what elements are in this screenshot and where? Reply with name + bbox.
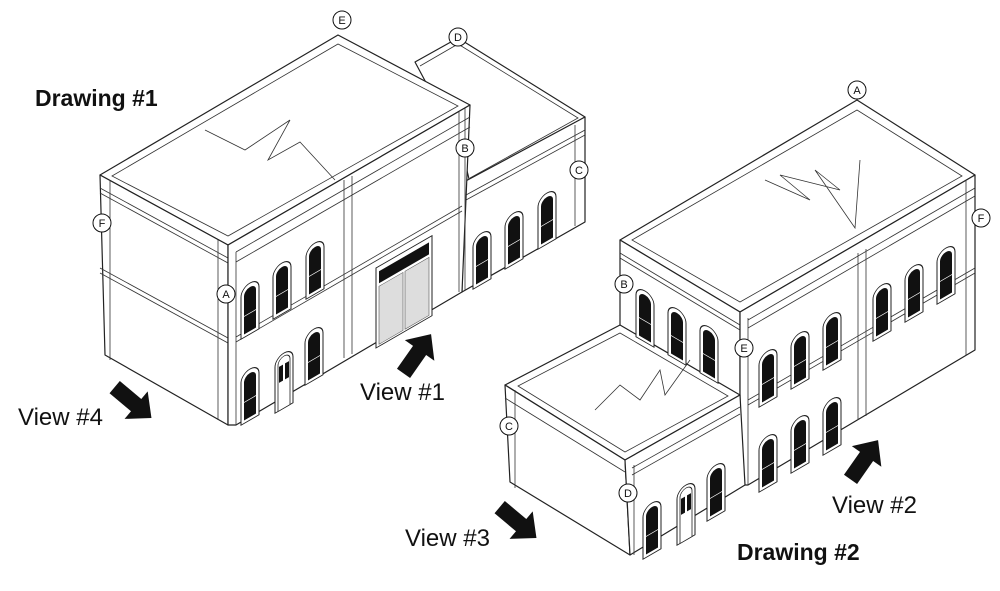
arched-window <box>635 289 655 348</box>
label-text: E <box>740 343 747 355</box>
main-right-face <box>227 104 471 426</box>
arched-window <box>936 246 956 305</box>
arched-window <box>240 281 260 340</box>
garage-door <box>375 234 433 349</box>
view-1-label: View #1 <box>360 379 445 406</box>
corner-labels: E D B C F A A F B E C D <box>92 10 991 503</box>
arched-window <box>699 325 719 384</box>
label-text: E <box>338 15 345 27</box>
drawing2-label-d: D <box>618 483 638 503</box>
arched-window <box>758 349 778 408</box>
view-3-label: View #3 <box>405 525 490 552</box>
label-text: B <box>620 279 627 291</box>
arched-window <box>305 241 325 300</box>
drawing2-label-c: C <box>499 416 519 436</box>
arched-window <box>304 327 324 386</box>
drawing1-label-c: C <box>569 160 589 180</box>
arched-window <box>790 415 810 474</box>
drawing1-label-a: A <box>216 284 236 304</box>
arched-window <box>790 331 810 390</box>
drawing2-label-e: E <box>734 338 754 358</box>
roof-break-line <box>204 119 336 181</box>
drawing1-label-f: F <box>92 213 112 233</box>
label-text: C <box>575 165 583 177</box>
label-text: F <box>978 213 985 225</box>
view-2-label: View #2 <box>832 492 917 519</box>
drawing2-label-b: B <box>614 274 634 294</box>
label-text: C <box>505 421 513 433</box>
view-2-arrow <box>843 440 882 484</box>
arched-window <box>537 191 557 250</box>
door <box>676 483 696 546</box>
arched-window <box>706 463 726 522</box>
arched-window <box>642 501 662 560</box>
door <box>274 351 294 414</box>
arched-window <box>872 283 892 342</box>
arched-window <box>240 367 260 426</box>
drawing2-label-a: A <box>847 80 867 100</box>
label-text: A <box>853 85 861 97</box>
view-1-arrow <box>396 334 435 378</box>
arched-window <box>504 211 524 270</box>
arched-window <box>822 397 842 456</box>
arched-window <box>272 261 292 320</box>
arched-window <box>758 434 778 493</box>
view-3-arrow <box>494 501 537 539</box>
drawing1-label-e: E <box>332 10 352 30</box>
drawing1-label-d: D <box>448 27 468 47</box>
windows-layer <box>240 191 956 560</box>
label-text: B <box>461 143 468 155</box>
drawing-2-title: Drawing #2 <box>737 539 860 565</box>
drawing1-label-b: B <box>455 138 475 158</box>
view-4-label: View #4 <box>18 404 103 431</box>
drawing-1-title: Drawing #1 <box>35 85 158 111</box>
arched-window <box>904 264 924 323</box>
label-text: A <box>222 289 230 301</box>
label-text: D <box>624 488 632 500</box>
label-text: F <box>99 218 106 230</box>
arched-window <box>822 312 842 371</box>
arched-window <box>472 231 492 290</box>
label-text: D <box>454 32 462 44</box>
roof-break-line <box>594 359 691 411</box>
drawing2-label-f: F <box>971 208 991 228</box>
arched-window <box>667 307 687 366</box>
roof-break-line <box>764 159 861 230</box>
view-4-arrow <box>109 381 152 419</box>
drawing-1-building <box>99 34 586 426</box>
